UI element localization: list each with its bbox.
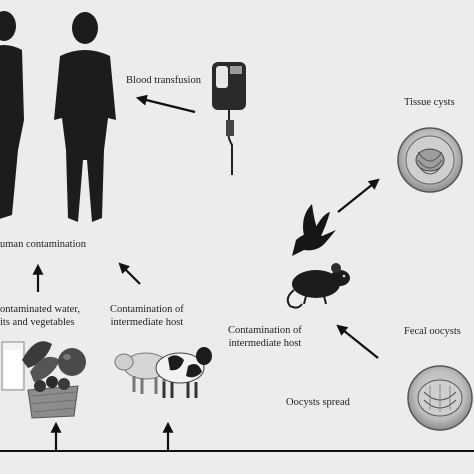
oocyst-icon <box>407 365 473 431</box>
arrow-fecal-to-host <box>336 324 379 359</box>
label-tissue-cysts: Tissue cysts <box>404 97 455 108</box>
arrow-host-to-human <box>118 262 141 285</box>
bird-icon <box>292 204 336 256</box>
livestock-icon <box>114 347 212 398</box>
label-contaminated-food-line2: its and vegetables <box>0 317 75 328</box>
label-intermediate-host-a-line2: intermediate host <box>110 317 184 328</box>
label-contaminated-food: ontaminated water, its and vegetables <box>0 303 80 329</box>
blood-bag-icon <box>212 62 246 175</box>
label-blood-transfusion: Blood transfusion <box>126 75 201 86</box>
label-intermediate-host-b: Contamination of intermediate host <box>228 324 302 350</box>
label-intermediate-host-a-line1: Contamination of <box>110 304 184 315</box>
human-silhouette-icon <box>0 11 116 222</box>
arrow-transfusion-to-human <box>135 94 196 114</box>
label-intermediate-host-b-line2: intermediate host <box>228 338 302 349</box>
transmission-arrows <box>32 94 380 450</box>
label-fecal-oocysts: Fecal oocysts <box>404 326 461 337</box>
label-contaminated-food-line1: ontaminated water, <box>0 304 81 315</box>
label-intermediate-host-a: Contamination of intermediate host <box>110 303 184 329</box>
mouse-icon <box>286 263 350 309</box>
tissue-cyst-icon <box>397 127 463 193</box>
produce-icon <box>1 341 86 419</box>
label-intermediate-host-b-line1: Contamination of <box>228 325 302 336</box>
label-human-contamination: uman contamination <box>0 239 87 250</box>
arrow-to-tissue-cysts <box>337 178 380 213</box>
label-oocysts-spread: Oocysts spread <box>286 397 350 408</box>
